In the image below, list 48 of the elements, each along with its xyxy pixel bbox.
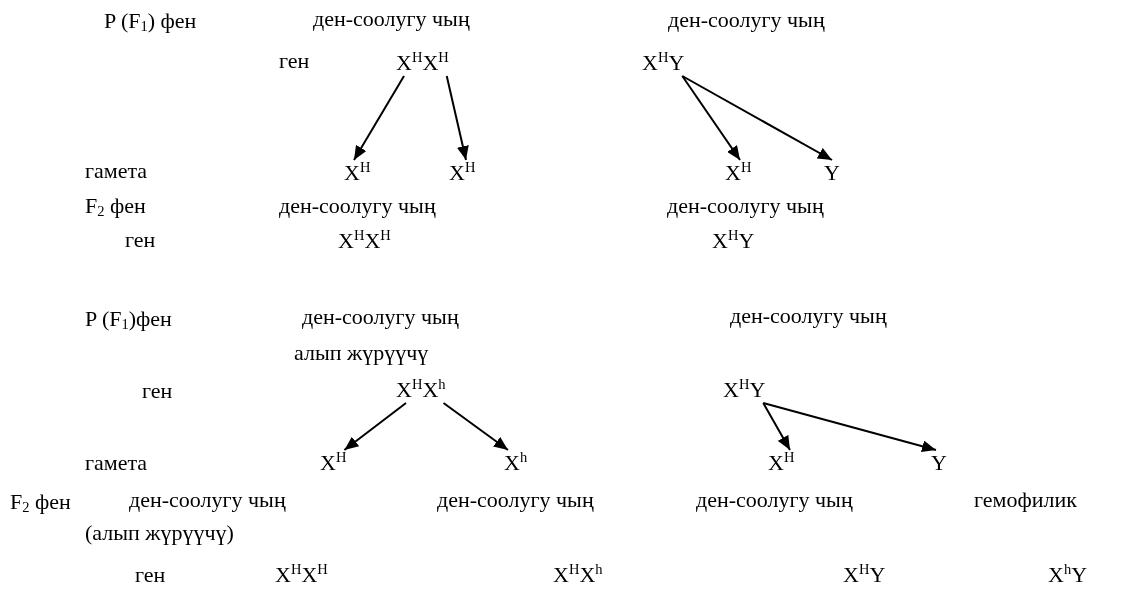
row-text: ден-соолугу чың <box>313 8 470 30</box>
row-text: гамета <box>85 160 148 182</box>
genotype-text: X$^{H}$Y <box>843 564 886 586</box>
row-text: ден-соолугу чың <box>302 306 459 328</box>
row-text: ден-соолугу чың <box>696 489 853 511</box>
genotype-text: X$^{H}$X$^{H}$ <box>338 230 391 252</box>
row-text: ген <box>279 50 310 72</box>
row-text: F$_{2}$ фен <box>85 195 146 217</box>
genotype-text: X$^{H}$X$^{h}$ <box>396 379 446 401</box>
row-text: ген <box>125 229 156 251</box>
arrow <box>762 402 937 453</box>
row-text: ген <box>135 564 166 586</box>
genotype-text: X$^{H}$Y <box>712 230 755 252</box>
row-text: ден-соолугу чың <box>437 489 594 511</box>
arrow <box>681 75 833 161</box>
arrow <box>445 75 469 161</box>
genotype-text: X$^{H}$X$^{H}$ <box>396 52 449 74</box>
row-text: гемофилик <box>974 489 1077 511</box>
genotype-text: X$^{h}$Y <box>1048 564 1088 586</box>
row-text: ген <box>142 380 173 402</box>
row-text: ден-соолугу чың <box>279 195 436 217</box>
genotype-text: X$^{H}$X$^{h}$ <box>553 564 603 586</box>
gamete-text: Y <box>824 162 840 184</box>
arrow <box>681 75 741 161</box>
row-text: P (F$_{1}$)фен <box>85 308 172 330</box>
genotype-text: X$^{H}$X$^{H}$ <box>275 564 328 586</box>
row-text: алып жүрүүчү <box>294 342 429 364</box>
arrow <box>343 402 407 451</box>
row-text: P (F$_{1}$) фен <box>104 10 197 32</box>
gamete-text: Y <box>931 452 947 474</box>
row-text: гамета <box>85 452 148 474</box>
genotype-text: X$^{H}$Y <box>642 52 685 74</box>
row-text: ден-соолугу чың <box>730 305 887 327</box>
gamete-text: X$^{H}$ <box>725 162 752 184</box>
row-text: ден-соолугу чың <box>667 195 824 217</box>
genotype-text: X$^{H}$Y <box>723 379 766 401</box>
gamete-text: X$^{h}$ <box>504 452 528 474</box>
row-text: F$_{2}$ фен <box>10 491 71 513</box>
row-text: (алып жүрүүчү) <box>85 522 234 544</box>
gamete-text: X$^{H}$ <box>768 452 795 474</box>
arrow <box>442 402 509 451</box>
row-text: ден-соолугу чың <box>668 9 825 31</box>
gamete-text: X$^{H}$ <box>320 452 347 474</box>
gamete-text: X$^{H}$ <box>449 162 476 184</box>
arrow <box>353 75 405 161</box>
row-text: ден-соолугу чың <box>129 489 286 511</box>
gamete-text: X$^{H}$ <box>344 162 371 184</box>
arrow <box>762 402 791 451</box>
